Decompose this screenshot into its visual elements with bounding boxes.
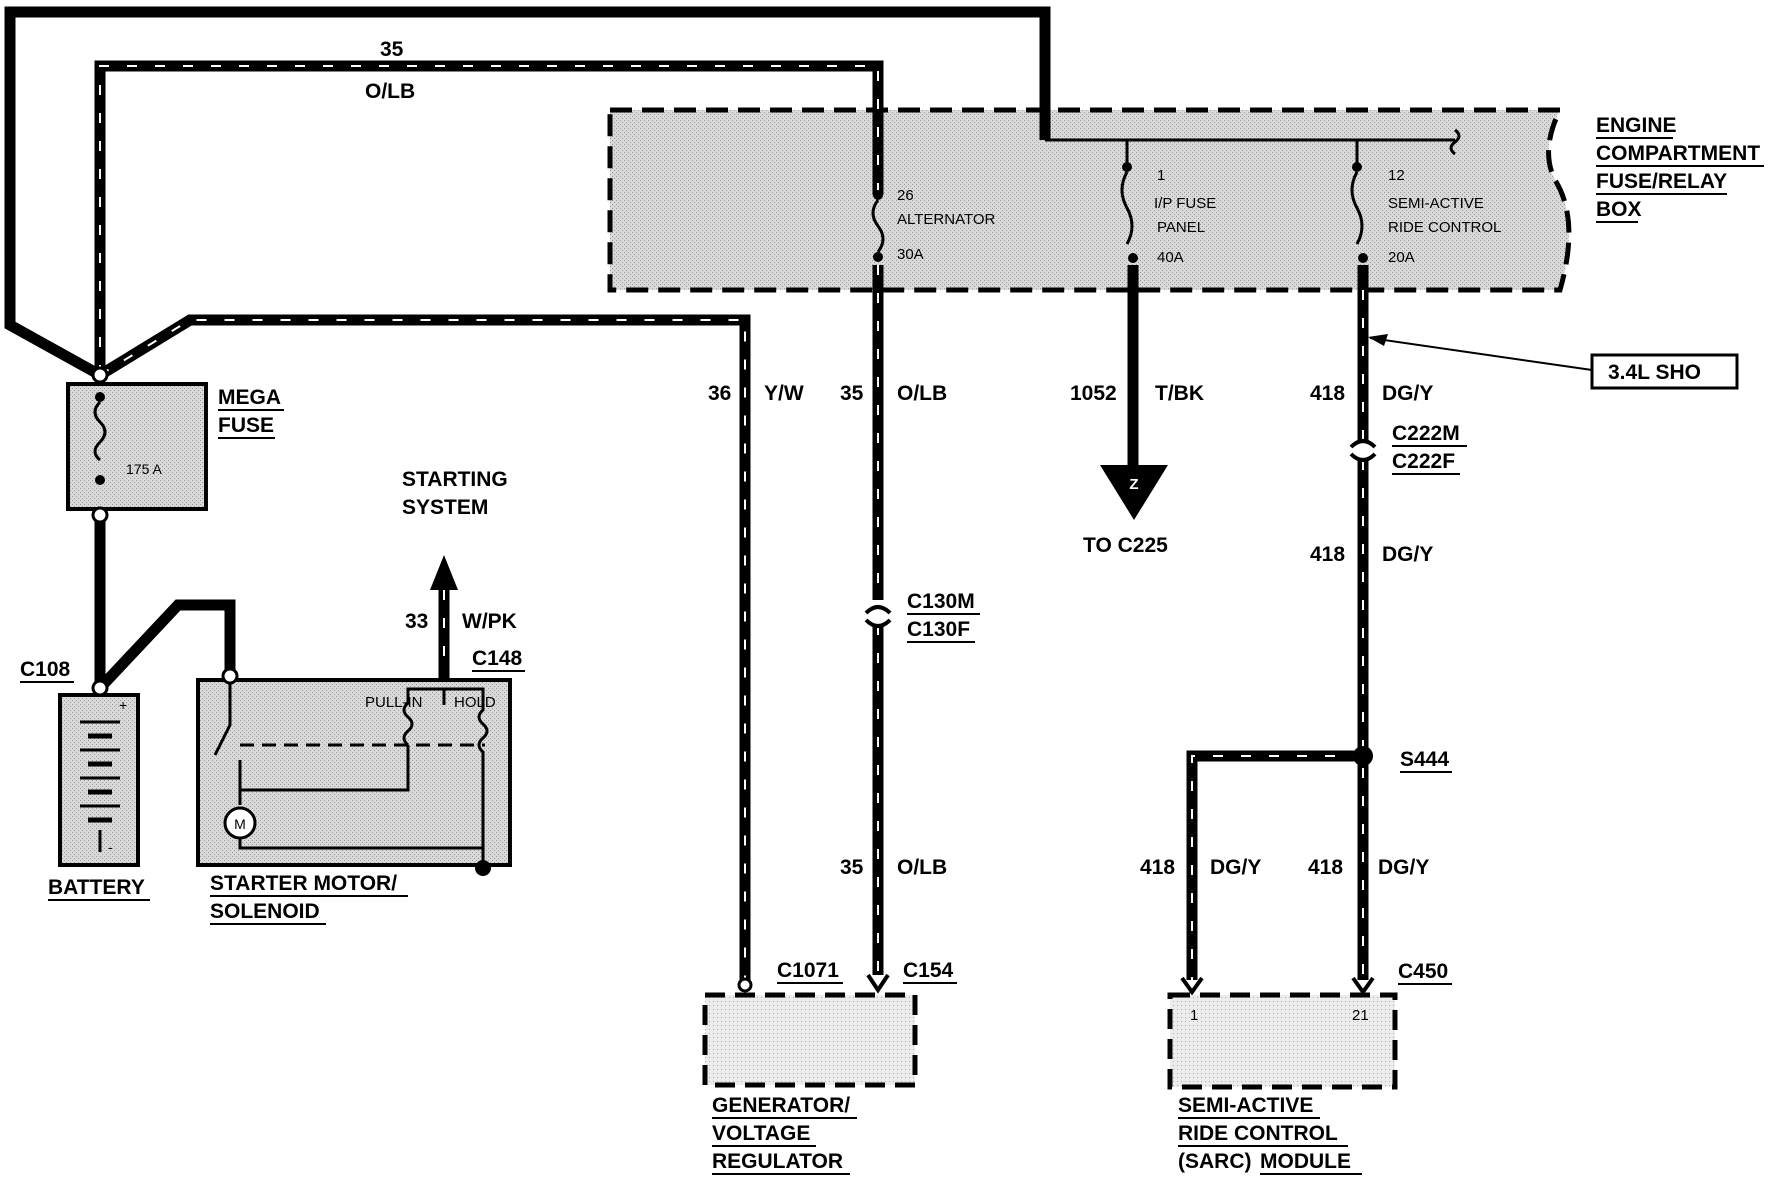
w418c-circuit: 418 xyxy=(1140,856,1175,879)
starter-label-1: STARTER MOTOR/ xyxy=(210,872,397,895)
w35-top-color: O/LB xyxy=(365,80,415,103)
w418b-color: DG/Y xyxy=(1382,543,1433,566)
w33-color: W/PK xyxy=(462,610,517,633)
battery-plus: + xyxy=(119,697,127,713)
generator-label-1: GENERATOR/ xyxy=(712,1094,850,1117)
wire-33-arrow xyxy=(430,555,458,690)
mega-fuse-label-2: FUSE xyxy=(218,414,274,437)
starter-label-2: SOLENOID xyxy=(210,900,320,923)
w35-lower-circuit: 35 xyxy=(840,856,864,879)
fuse-26-name: ALTERNATOR xyxy=(897,211,996,228)
fuse-12-name-2: RIDE CONTROL xyxy=(1388,219,1501,236)
connector-c222 xyxy=(1349,439,1377,462)
w418a-circuit: 418 xyxy=(1310,382,1345,405)
wire-36 xyxy=(97,314,751,985)
hold-label: HOLD xyxy=(454,694,496,711)
c154-label: C154 xyxy=(903,959,954,982)
fuse-box-label-2: COMPARTMENT xyxy=(1596,142,1760,165)
mega-fuse xyxy=(66,366,208,524)
w418d-circuit: 418 xyxy=(1308,856,1343,879)
battery xyxy=(58,679,140,867)
fuse-1-rating: 40A xyxy=(1157,249,1184,266)
fuse-26-alternator xyxy=(871,190,885,262)
sarc-label-3b: MODULE xyxy=(1260,1150,1351,1173)
mega-fuse-label-1: MEGA xyxy=(218,386,281,409)
w418a-color: DG/Y xyxy=(1382,382,1433,405)
c130f-label: C130F xyxy=(907,618,970,641)
c222m-label: C222M xyxy=(1392,422,1460,445)
w35-alt-circuit: 35 xyxy=(840,382,864,405)
c108-label: C108 xyxy=(20,658,71,681)
fuse-1-number: 1 xyxy=(1157,167,1165,184)
starting-system-label-2: SYSTEM xyxy=(402,496,488,519)
battery-minus: - xyxy=(108,839,113,855)
w1052-circuit: 1052 xyxy=(1070,382,1117,405)
connector-c1071-pin xyxy=(737,977,753,993)
pull-in-label: PULL-IN xyxy=(365,694,423,711)
connector-c154-pin xyxy=(866,973,890,994)
connector-c130 xyxy=(864,605,892,628)
fuse-12-rating: 20A xyxy=(1388,249,1415,266)
fuse-12-number: 12 xyxy=(1388,167,1405,184)
w1052-color: T/BK xyxy=(1155,382,1204,405)
battery-label: BATTERY xyxy=(48,876,145,899)
fuse-1-ip-panel xyxy=(1120,162,1138,263)
sho-pointer-line xyxy=(1369,337,1593,371)
fuse-box-label-4: BOX xyxy=(1596,198,1642,221)
fuse-26-number: 26 xyxy=(897,187,914,204)
to-c225-letter: Z xyxy=(1129,476,1138,493)
s444-label: S444 xyxy=(1400,748,1449,771)
wire-battery-starter xyxy=(95,599,236,692)
fuse-1-name-1: I/P FUSE xyxy=(1154,195,1216,212)
w33-circuit: 33 xyxy=(405,610,428,633)
fuse-26-rating: 30A xyxy=(897,246,924,263)
splice-s444 xyxy=(1353,746,1373,766)
w35-top-circuit: 35 xyxy=(380,38,404,61)
connector-c450-pins xyxy=(1180,976,1375,996)
starting-system-label-1: STARTING xyxy=(402,468,508,491)
w36-color: Y/W xyxy=(764,382,804,405)
w418b-circuit: 418 xyxy=(1310,543,1345,566)
starter-solenoid xyxy=(196,667,512,876)
sarc-pin-1: 1 xyxy=(1190,1007,1198,1024)
to-c225-label: TO C225 xyxy=(1083,534,1168,557)
sarc-pin-21: 21 xyxy=(1352,1007,1369,1024)
w36-circuit: 36 xyxy=(708,382,731,405)
w35-lower-color: O/LB xyxy=(897,856,947,879)
motor-letter: M xyxy=(234,816,246,832)
sarc-label-1: SEMI-ACTIVE xyxy=(1178,1094,1313,1117)
sarc-label-2: RIDE CONTROL xyxy=(1178,1122,1338,1145)
sho-box xyxy=(1590,353,1739,390)
fuse-box-bus xyxy=(1045,128,1461,165)
w418d-color: DG/Y xyxy=(1378,856,1429,879)
to-c225-symbol: Z xyxy=(1100,465,1168,520)
fuse-box-label-3: FUSE/RELAY xyxy=(1596,170,1727,193)
sarc-module xyxy=(1167,992,1398,1090)
sarc-label-3a: (SARC) xyxy=(1178,1150,1252,1173)
fuse-12-sarc xyxy=(1350,162,1368,263)
c148-label: C148 xyxy=(472,647,523,670)
mega-fuse-rating: 175 A xyxy=(126,461,162,477)
c130m-label: C130M xyxy=(907,590,975,613)
generator-regulator xyxy=(702,992,918,1088)
c222f-label: C222F xyxy=(1392,450,1455,473)
c1071-label: C1071 xyxy=(777,959,839,982)
generator-label-3: REGULATOR xyxy=(712,1150,843,1173)
c450-label: C450 xyxy=(1398,960,1448,983)
fuse-1-name-2: PANEL xyxy=(1157,219,1205,236)
fuse-box-label-1: ENGINE xyxy=(1596,114,1677,137)
sho-label: 3.4L SHO xyxy=(1608,361,1701,384)
generator-label-2: VOLTAGE xyxy=(712,1122,810,1145)
fuse-relay-box xyxy=(607,107,1572,293)
w418c-color: DG/Y xyxy=(1210,856,1261,879)
battery-feed-wire xyxy=(4,6,1051,380)
fuse-12-name-1: SEMI-ACTIVE xyxy=(1388,195,1484,212)
w35-alt-color: O/LB xyxy=(897,382,947,405)
